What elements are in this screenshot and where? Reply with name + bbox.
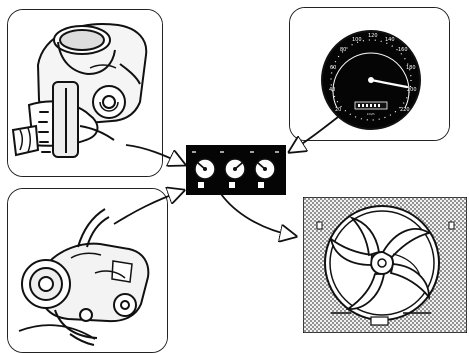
speed-tick-label: 80 [340, 47, 346, 53]
compressor-illustration [8, 189, 167, 352]
radiator-fan-panel [303, 197, 467, 333]
speed-tick-label: 160 [398, 47, 408, 53]
arrow-panel-to-fan [221, 194, 294, 236]
speed-tick-label: 20 [335, 107, 341, 113]
speedometer-unit: km/h [367, 112, 375, 116]
throttle-body-illustration [8, 10, 162, 176]
speed-tick-label: 40 [329, 87, 335, 93]
radiator-fan-illustration [303, 197, 467, 333]
climate-control-illustration [186, 145, 286, 195]
speed-tick-label: 60 [330, 65, 336, 71]
speed-tick-label: 140 [385, 37, 395, 43]
speed-tick-label: 220 [400, 107, 410, 113]
speed-tick-label: 180 [406, 65, 416, 71]
speed-tick-label: 200 [407, 87, 417, 93]
climate-control-panel [186, 145, 286, 195]
compressor-panel [7, 188, 168, 353]
throttle-body-panel [7, 9, 163, 177]
speed-tick-label: 120 [368, 33, 378, 39]
speedometer-panel: 20 40 60 80 100 120 140 160 180 200 220 … [289, 7, 450, 141]
speedometer-illustration: 20 40 60 80 100 120 140 160 180 200 220 … [290, 8, 449, 140]
speed-tick-label: 100 [352, 37, 362, 43]
